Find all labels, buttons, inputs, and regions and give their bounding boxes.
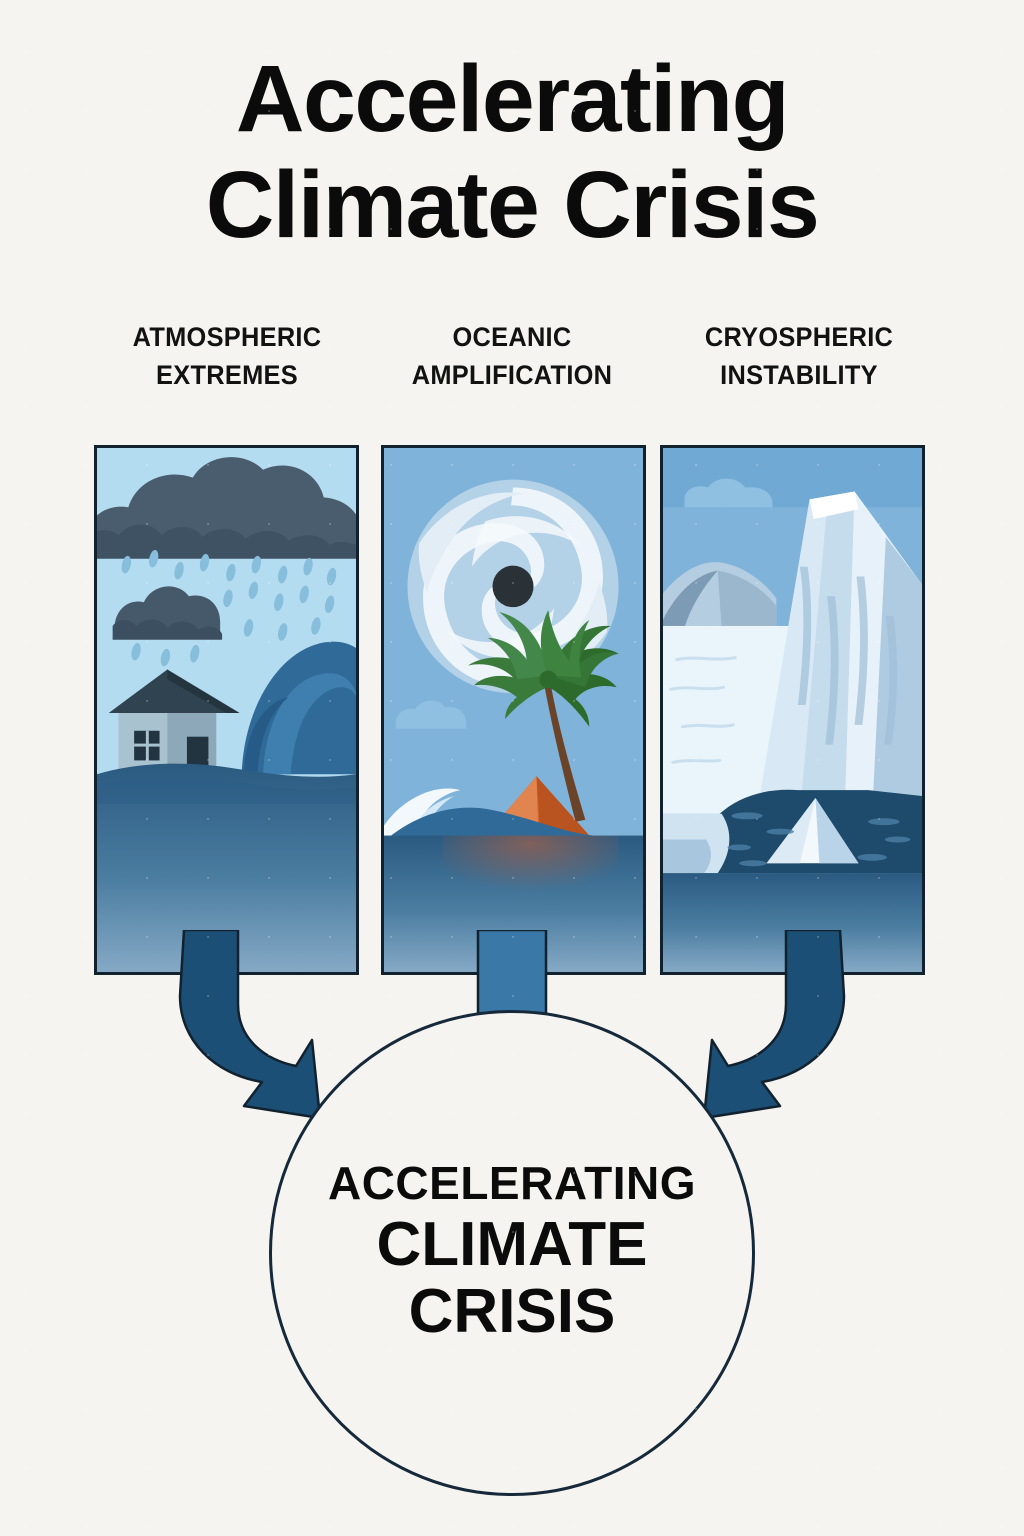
glacier-iceberg-illustration <box>663 448 922 972</box>
arrow-right <box>702 930 846 1120</box>
column-heading-atmospheric: ATMOSPHERIC EXTREMES <box>132 322 322 391</box>
hurricane-island-illustration <box>384 448 643 972</box>
palm-fronds <box>468 610 619 727</box>
floodwater <box>97 763 356 972</box>
hub-circle[interactable]: ACCELERATING CLIMATE CRISIS <box>269 1010 755 1496</box>
storm-flood-illustration <box>97 448 356 972</box>
page-title: Accelerating Climate Crisis <box>205 46 820 259</box>
arrow-left <box>178 930 322 1120</box>
panel-oceanic-amplification[interactable] <box>381 445 646 975</box>
small-storm-cloud <box>112 586 223 640</box>
distant-mountain <box>663 562 777 628</box>
column-heading-cryospheric: CRYOSPHERIC INSTABILITY <box>704 322 894 391</box>
column-heading-oceanic: OCEANIC AMPLIFICATION <box>411 322 613 391</box>
ice-ledge-shadow <box>663 839 711 874</box>
island-reflection <box>442 835 619 915</box>
breaking-wave <box>241 641 356 775</box>
house <box>108 669 240 775</box>
storm-cloud <box>97 457 356 559</box>
palm-tree <box>468 610 619 822</box>
panel-atmospheric-extremes[interactable] <box>94 445 359 975</box>
floating-iceberg <box>766 797 859 864</box>
hub-line-3: CRISIS <box>408 1277 616 1346</box>
panel-cryospheric-instability[interactable] <box>660 445 925 975</box>
ice-floes <box>727 812 911 867</box>
cloud <box>684 478 773 508</box>
hub-line-1: ACCELERATING <box>327 1157 697 1210</box>
cresting-wave <box>384 788 594 844</box>
palm-trunk <box>544 681 586 822</box>
hurricane-eye <box>492 565 534 608</box>
raindrops <box>121 549 337 667</box>
distant-cloud <box>395 700 467 729</box>
hub-line-2: CLIMATE <box>376 1210 648 1280</box>
ice-shelf-cracks <box>669 656 737 764</box>
ice-cliff <box>756 491 922 814</box>
water-ripple <box>97 777 356 804</box>
